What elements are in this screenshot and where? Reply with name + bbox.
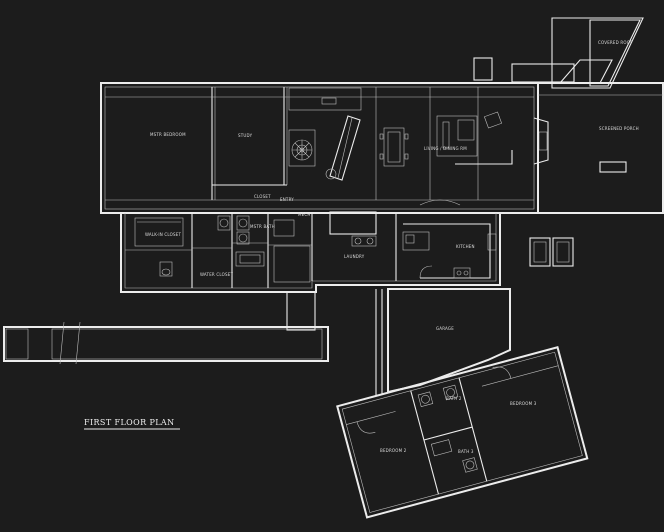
stair-core — [288, 87, 362, 167]
room-label-entry: ENTRY — [280, 197, 294, 202]
room-label-bath-3: BATH 3 — [458, 449, 474, 454]
water-closet — [159, 261, 173, 277]
drawing-title: FIRST FLOOR PLAN — [84, 418, 180, 430]
guest-wing — [336, 346, 589, 519]
interior-stair — [329, 211, 377, 235]
room-label-walk-in-closet: WALK-IN CLOSET — [145, 232, 181, 237]
upper-deck-stair — [473, 57, 575, 83]
room-label-covered-roof: COVERED ROOF — [598, 40, 633, 45]
south-stair — [286, 291, 316, 331]
room-label-closet: CLOSET — [254, 194, 271, 199]
west-boardwalk — [3, 321, 329, 365]
master-bath-fixtures — [217, 215, 265, 267]
room-label-bedroom-3: BEDROOM 3 — [510, 401, 537, 406]
main-house-shell — [100, 82, 539, 293]
room-label-bath-2: BATH 2 — [446, 396, 462, 401]
room-label-screened-porch: SCREENED PORCH — [599, 126, 639, 131]
room-label-garage: GARAGE — [436, 326, 454, 331]
lower-room-walls — [125, 213, 397, 288]
room-label-mechanical: MECH — [298, 212, 311, 217]
fireplace — [533, 117, 549, 165]
upper-room-walls — [105, 87, 534, 201]
walk-in-closet — [134, 217, 184, 247]
room-label-master-bath: MSTR BATH — [250, 224, 275, 229]
room-label-living-dining: LIVING / DINING RM — [424, 146, 467, 151]
room-label-water-closet: WATER CLOSET — [200, 272, 233, 277]
drawing-title-text: FIRST FLOOR PLAN — [84, 418, 175, 427]
outdoor-units — [529, 237, 574, 267]
screened-porch — [537, 59, 664, 214]
closet-stone — [273, 219, 311, 283]
garage-connector — [375, 289, 383, 395]
room-label-kitchen: KITCHEN — [456, 244, 475, 249]
kitchen — [402, 199, 497, 279]
laundry — [351, 235, 377, 247]
dining-furniture — [379, 111, 513, 167]
room-label-laundry: LAUNDRY — [344, 254, 365, 259]
room-label-study: STUDY — [238, 133, 253, 138]
diagonal-stair — [321, 97, 361, 181]
room-label-bedroom-2: BEDROOM 2 — [380, 448, 407, 453]
covered-roof — [551, 17, 644, 89]
room-label-master-bedroom: MSTR BEDROOM — [150, 132, 186, 137]
